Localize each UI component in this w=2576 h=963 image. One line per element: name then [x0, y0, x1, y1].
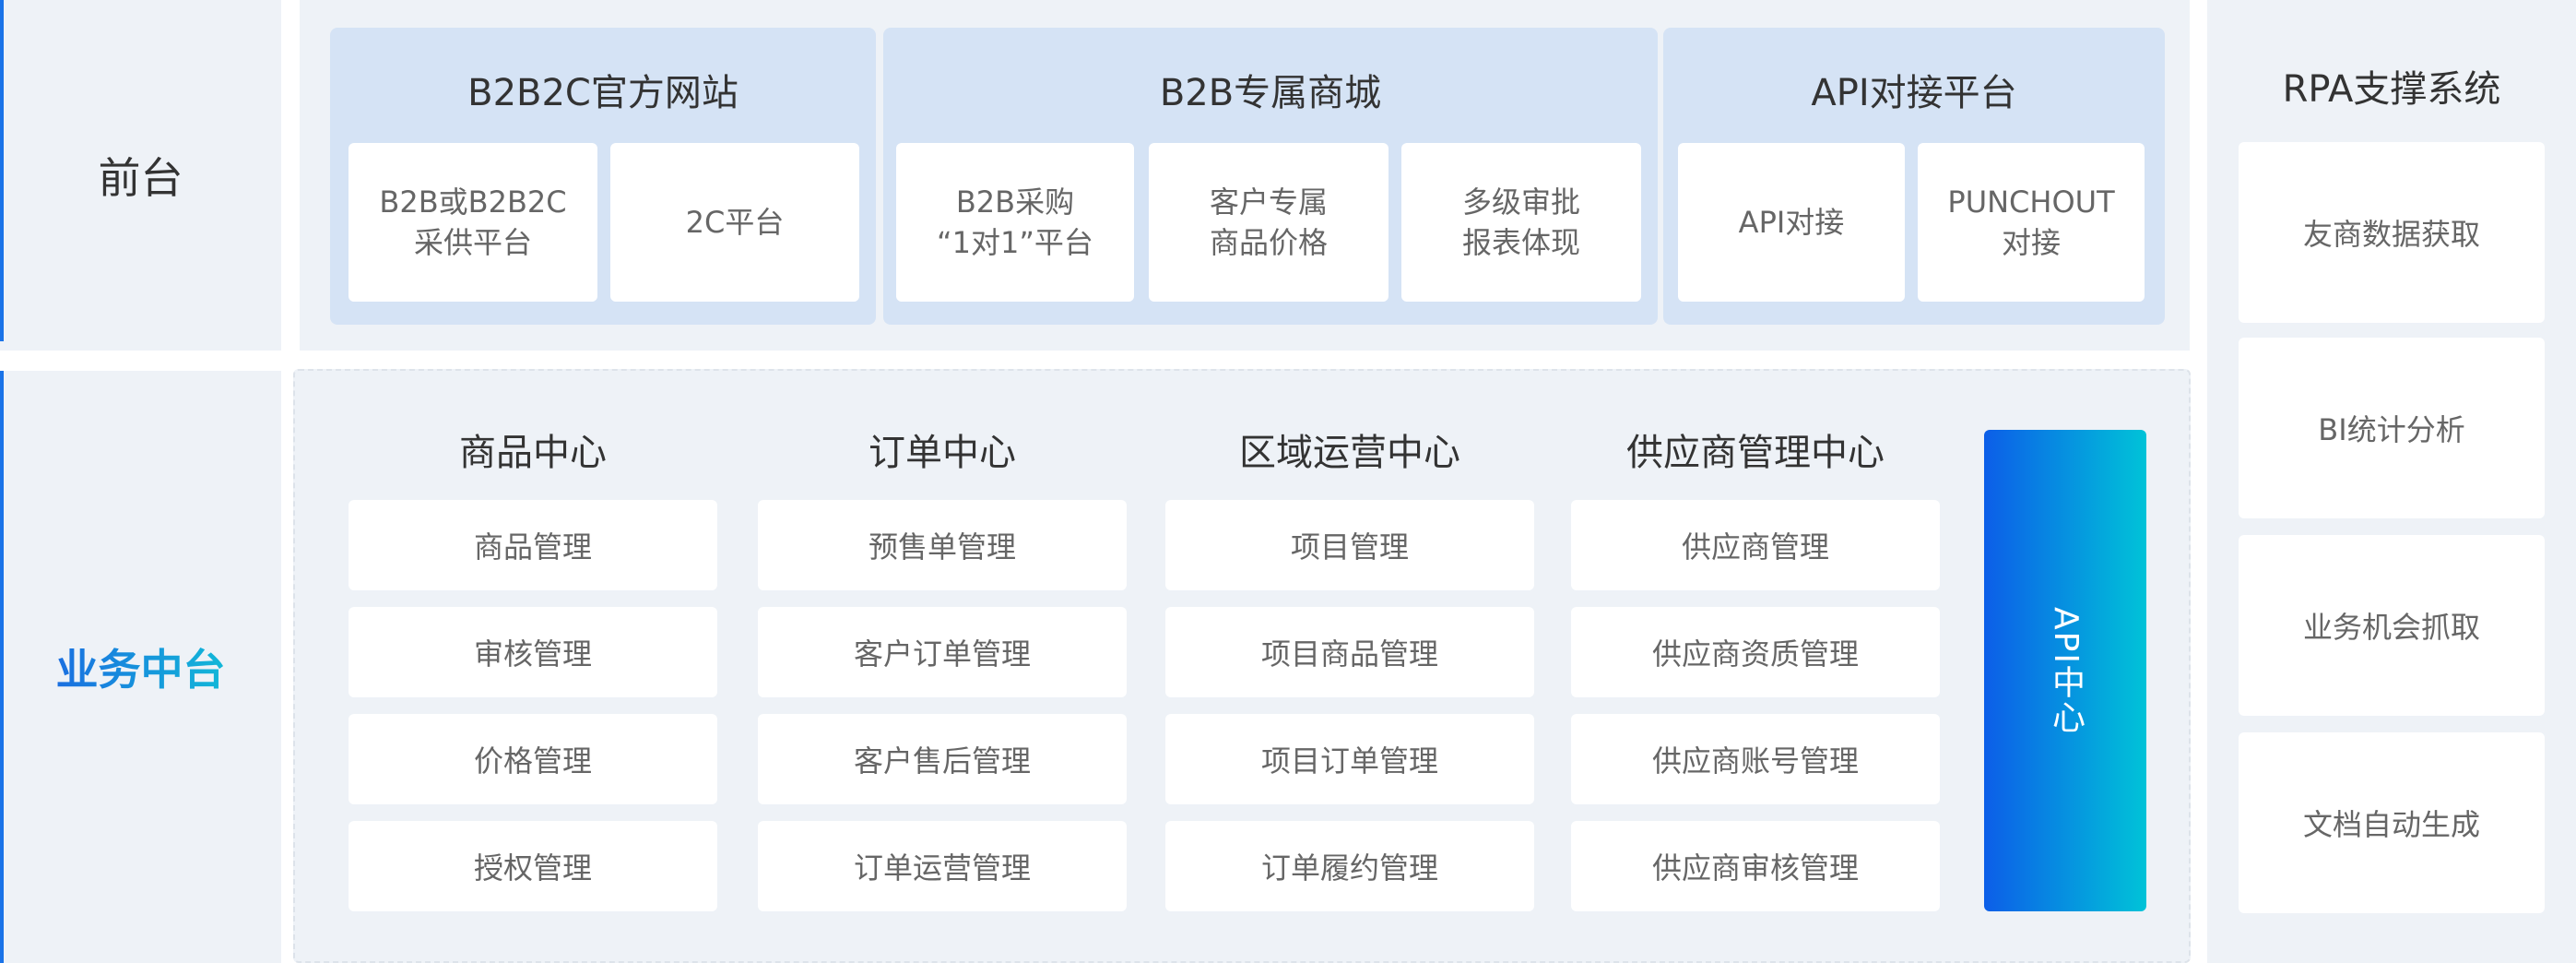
front-card: B2B采购 “1对1”平台 [896, 143, 1134, 302]
center-item: 订单履约管理 [1165, 821, 1534, 911]
front-layer-label-panel: 前台 [0, 0, 281, 351]
center-title-product: 商品中心 [459, 432, 607, 474]
center-item: 授权管理 [349, 821, 717, 911]
front-card: 客户专属 商品价格 [1149, 143, 1388, 302]
front-card: 2C平台 [610, 143, 859, 302]
front-card: B2B或B2B2C 采供平台 [349, 143, 597, 302]
center-item: 供应商账号管理 [1571, 714, 1940, 804]
center-item: 审核管理 [349, 607, 717, 697]
center-item: 项目商品管理 [1165, 607, 1534, 697]
rpa-item: 文档自动生成 [2239, 732, 2545, 913]
center-title-order: 订单中心 [869, 432, 1016, 474]
front-card: API对接 [1678, 143, 1905, 302]
api-center-label: API中心 [2047, 606, 2085, 735]
front-accent-bar [0, 0, 4, 341]
api-center-bar: API中心 [1984, 430, 2146, 911]
rpa-item: BI统计分析 [2239, 338, 2545, 518]
group-title: B2B专属商城 [1159, 72, 1382, 114]
front-card: PUNCHOUT 对接 [1918, 143, 2145, 302]
rpa-item: 业务机会抓取 [2239, 535, 2545, 716]
center-item: 价格管理 [349, 714, 717, 804]
center-item: 供应商资质管理 [1571, 607, 1940, 697]
center-title-regional: 区域运营中心 [1239, 432, 1460, 474]
center-item: 供应商管理 [1571, 500, 1940, 590]
center-item: 商品管理 [349, 500, 717, 590]
middle-layer-label-panel: 业务中台 [0, 371, 281, 963]
middle-accent-bar [0, 371, 4, 963]
front-layer-label: 前台 [98, 153, 183, 203]
center-item: 项目订单管理 [1165, 714, 1534, 804]
rpa-item: 友商数据获取 [2239, 142, 2545, 323]
group-title: B2B2C官方网站 [467, 72, 739, 114]
middle-layer-label: 业务中台 [56, 636, 226, 697]
center-item: 供应商审核管理 [1571, 821, 1940, 911]
group-title: API对接平台 [1811, 72, 2017, 114]
front-card: 多级审批 报表体现 [1401, 143, 1641, 302]
rpa-title: RPA支撑系统 [2282, 68, 2501, 111]
center-item: 客户售后管理 [758, 714, 1127, 804]
center-item: 订单运营管理 [758, 821, 1127, 911]
center-item: 预售单管理 [758, 500, 1127, 590]
center-item: 客户订单管理 [758, 607, 1127, 697]
center-title-supplier: 供应商管理中心 [1626, 432, 1885, 474]
center-item: 项目管理 [1165, 500, 1534, 590]
